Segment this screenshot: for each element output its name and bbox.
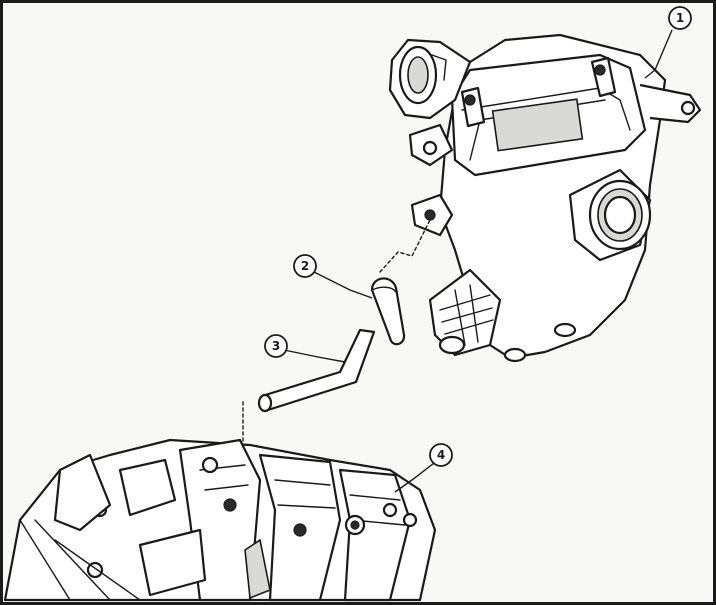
callout-2-label: 2 (301, 259, 309, 273)
callout-3: 3 (264, 334, 288, 358)
callout-1-label: 1 (676, 11, 684, 25)
callout-1-circle (668, 6, 692, 30)
intake-manifold (3, 438, 437, 602)
callout-leaders (283, 29, 673, 493)
breather-hose-elbow (370, 277, 406, 346)
callout-4: 4 (429, 443, 453, 467)
callout-4-label: 4 (437, 448, 445, 462)
callout-3-label: 3 (272, 339, 280, 353)
callout-3-circle (264, 334, 288, 358)
callout-1: 1 (668, 6, 692, 30)
callout-4-circle (429, 443, 453, 467)
breather-hose-pipe (257, 328, 376, 413)
callout-2-circle (293, 254, 317, 278)
air-filter-housing (388, 33, 702, 363)
callout-2: 2 (293, 254, 317, 278)
